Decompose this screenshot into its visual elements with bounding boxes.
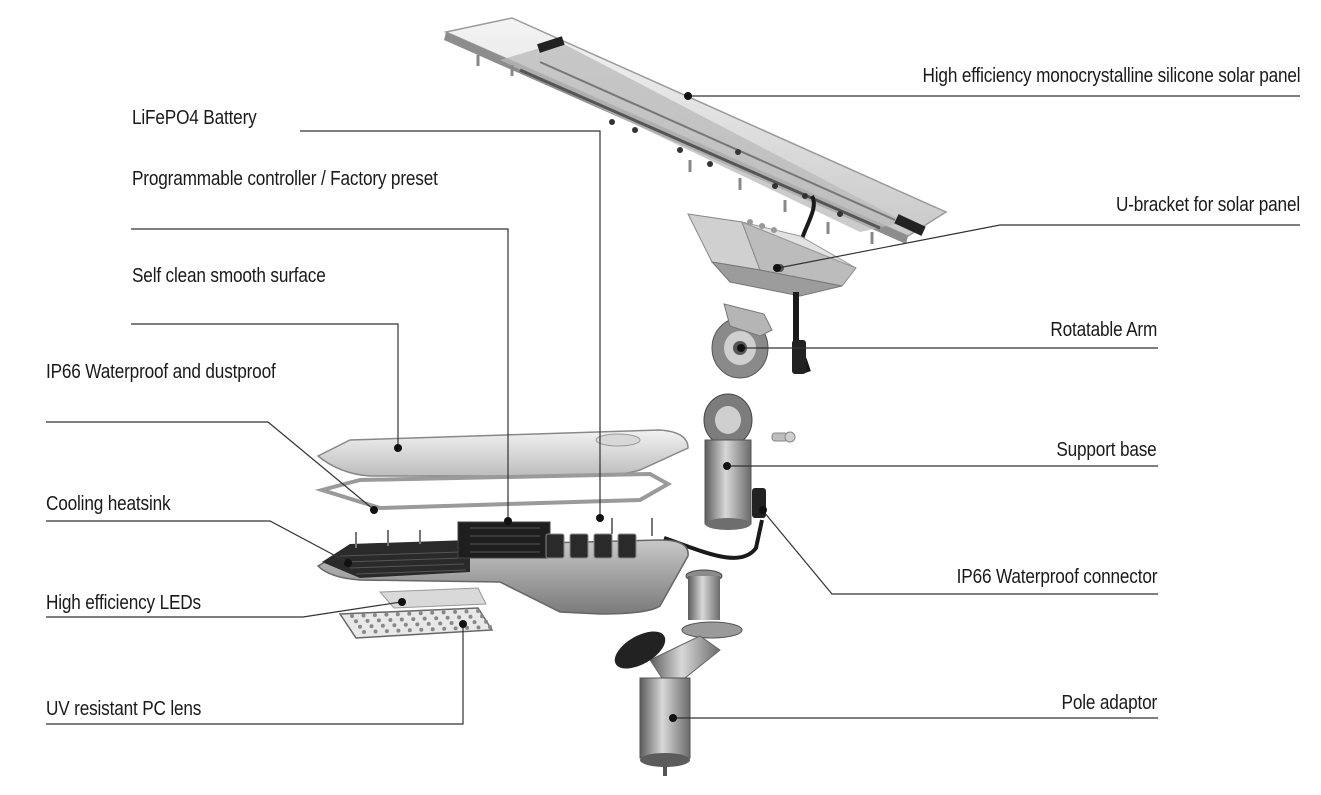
leader-dot-controller	[504, 517, 512, 525]
leader-leds	[46, 601, 402, 618]
solar-panel-illustration	[443, 17, 948, 251]
leader-ip66-connector	[763, 511, 1158, 595]
lens-dot	[453, 609, 458, 614]
lens-dot	[441, 610, 446, 615]
lens-dot	[426, 621, 431, 626]
lens-dot	[488, 625, 492, 629]
leader-dot-support-base	[723, 462, 731, 470]
lens-dot	[372, 613, 377, 618]
lens-dot	[384, 629, 389, 634]
leader-battery	[300, 130, 601, 518]
lens-dot	[464, 609, 469, 614]
lens-dot	[445, 615, 450, 620]
label-solar-panel: High efficiency monocrystalline silicone…	[922, 65, 1300, 87]
led-board-illustration	[378, 587, 487, 609]
leader-dot-battery	[596, 514, 604, 522]
lens-dot	[392, 623, 397, 628]
lens-dot	[442, 626, 447, 631]
lens-dot	[430, 627, 435, 632]
label-support-base: Support base	[1056, 439, 1157, 461]
rotatable-arm-illustration	[711, 303, 773, 379]
lens-dot	[419, 627, 424, 632]
label-ip66-housing: IP66 Waterproof and dustproof	[46, 361, 276, 383]
lens-dot	[415, 622, 420, 627]
support-base-illustration	[703, 393, 796, 530]
leader-dot-ip66-housing	[370, 506, 378, 514]
leader-dot-solar-panel	[684, 92, 692, 100]
lens-dot	[380, 623, 385, 628]
lens-dot	[480, 614, 484, 619]
lens-dot	[457, 615, 462, 620]
pc-lens-illustration	[338, 607, 494, 639]
lens-dot	[434, 616, 439, 621]
leader-dot-self-clean	[394, 444, 402, 452]
label-leds: High efficiency LEDs	[46, 592, 201, 614]
leader-self-clean	[131, 323, 399, 447]
label-u-bracket: U-bracket for solar panel	[1115, 194, 1300, 216]
lens-dot	[376, 618, 381, 623]
lens-dot	[396, 628, 401, 633]
lens-dot	[395, 612, 400, 617]
leader-dot-pc-lens	[459, 620, 467, 628]
lens-dot	[438, 621, 443, 626]
lens-dot	[468, 614, 473, 619]
leader-dot-leds	[398, 598, 406, 606]
lens-dot	[403, 622, 408, 627]
lens-dot	[407, 628, 412, 633]
lens-dot	[407, 611, 412, 616]
label-cooling-heatsink: Cooling heatsink	[46, 493, 171, 515]
lens-dot	[354, 619, 358, 624]
leader-dot-pole-adaptor	[669, 714, 677, 722]
lens-dot	[358, 624, 362, 629]
lens-dot	[484, 619, 488, 624]
u-bracket-illustration	[687, 213, 857, 374]
lens-dot	[384, 612, 389, 617]
leader-controller	[131, 228, 509, 521]
label-rotatable-arm: Rotatable Arm	[1050, 319, 1157, 341]
lens-dot	[399, 617, 404, 622]
lens-dot	[373, 629, 378, 634]
lens-dot	[472, 620, 477, 625]
lens-dot	[449, 621, 454, 625]
heatsink-housing-illustration	[316, 518, 689, 615]
lens-dot	[362, 630, 366, 634]
lens-dot	[476, 625, 481, 630]
leader-dot-cooling-heatsink	[344, 559, 352, 567]
lens-dot	[430, 610, 435, 615]
label-pole-adaptor: Pole adaptor	[1061, 692, 1158, 714]
label-controller: Programmable controller / Factory preset	[132, 168, 438, 190]
top-cover-illustration	[316, 429, 689, 477]
lens-dot	[388, 618, 393, 622]
label-ip66-connector: IP66 Waterproof connector	[956, 566, 1157, 588]
lens-dot	[365, 618, 370, 623]
lens-dot	[350, 614, 354, 618]
leader-cooling-heatsink	[46, 520, 348, 563]
label-battery: LiFePO4 Battery	[132, 107, 257, 129]
leader-ip66-housing	[46, 421, 374, 510]
lens-dot	[465, 625, 470, 630]
lens-dot	[422, 616, 427, 621]
label-pc-lens: UV resistant PC lens	[46, 698, 202, 720]
lens-dot	[411, 617, 416, 622]
gasket-ring-illustration	[314, 471, 673, 511]
lens-dot	[361, 613, 366, 618]
label-self-clean: Self clean smooth surface	[132, 265, 326, 287]
leader-lines	[46, 92, 1300, 725]
leader-pc-lens	[46, 624, 464, 725]
leader-dot-u-bracket	[773, 264, 781, 272]
lens-dot	[476, 609, 480, 613]
lens-dot	[418, 611, 423, 616]
lens-dot	[369, 624, 374, 629]
leader-dot-ip66-connector	[759, 506, 767, 514]
leader-u-bracket	[777, 224, 1300, 269]
leader-dot-rotatable-arm	[737, 344, 745, 352]
lens-dot	[453, 626, 458, 631]
